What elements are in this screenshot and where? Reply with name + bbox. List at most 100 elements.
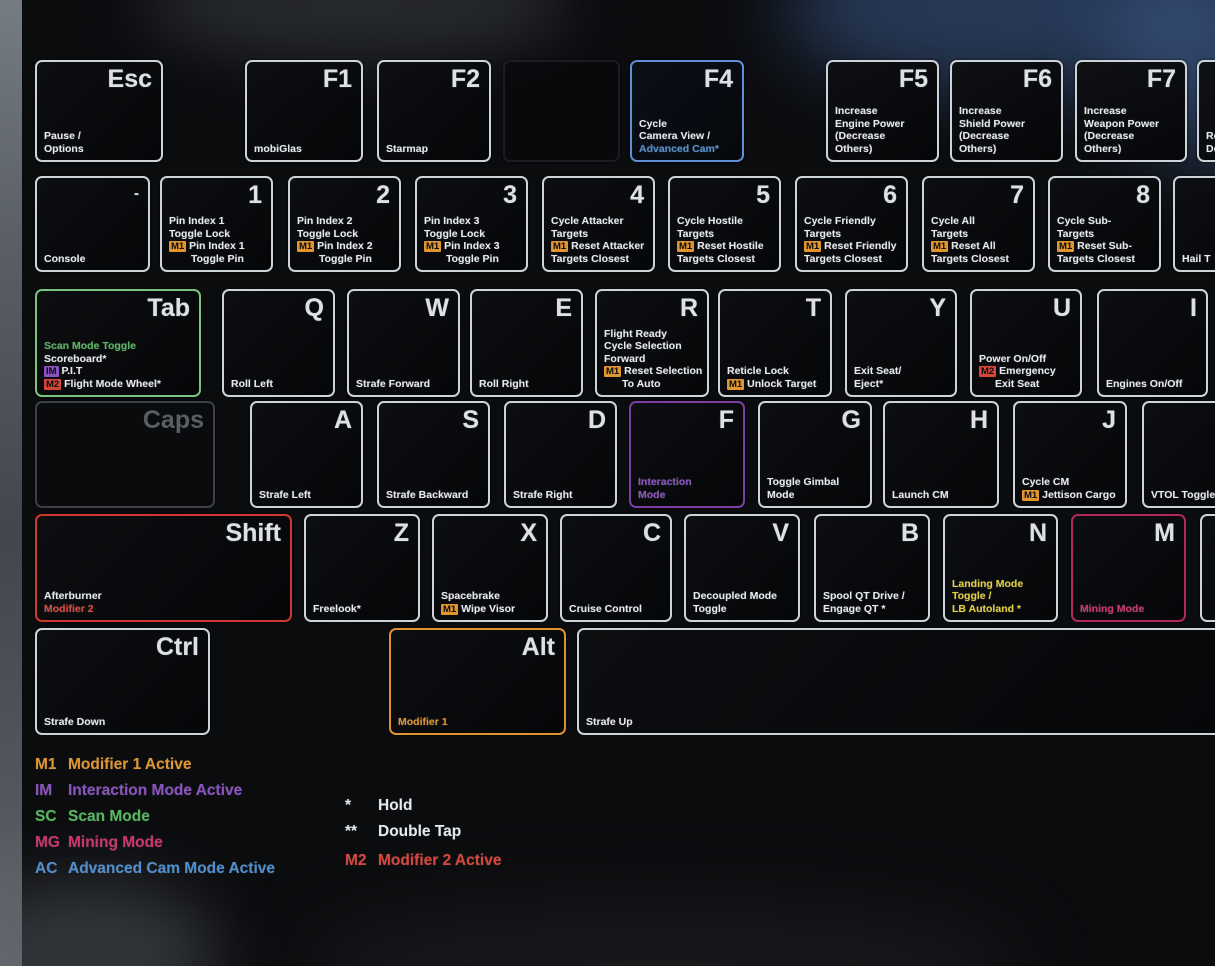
- binding-label: Console: [44, 252, 86, 265]
- binding-label: Launch CM: [892, 488, 949, 501]
- binding-label: Strafe Backward: [386, 488, 469, 501]
- binding-label: Scan Mode Toggle: [44, 340, 136, 352]
- legend-label: Interaction Mode Active: [68, 782, 243, 799]
- key-caps: Caps: [35, 401, 215, 508]
- binding-label: P.I.T: [58, 365, 83, 377]
- binding-label: Scoreboard*: [44, 352, 107, 365]
- legend-label: Hold: [378, 797, 413, 814]
- binding-label: Pin Index 3: [441, 240, 500, 252]
- key-9-partial: Hail T: [1173, 176, 1215, 272]
- legend-code: *: [345, 797, 352, 814]
- binding-label: Power On/Off: [979, 352, 1047, 365]
- key-binding-text: Engines On/Off: [1106, 378, 1204, 391]
- binding-label: Targets Closest: [1057, 252, 1135, 265]
- keycap-label: F2: [450, 65, 480, 93]
- binding-label: Emergency: [996, 365, 1056, 377]
- binding-label: Targets: [1057, 227, 1095, 240]
- modifier-badge: M1: [551, 241, 569, 252]
- keycap-label: J: [1102, 406, 1116, 434]
- keycap-label: W: [425, 294, 449, 322]
- binding-label: Toggle Lock: [424, 227, 486, 240]
- keycap-label: Tab: [147, 294, 190, 322]
- keycap-label: F: [718, 406, 734, 434]
- binding-label: Mining Mode: [1080, 602, 1145, 615]
- key-f8-partial: ReDe: [1197, 60, 1215, 162]
- keycap-label: Alt: [521, 633, 555, 661]
- key-y: Y Exit Seat/Eject*: [845, 289, 957, 397]
- keycap-label: Shift: [225, 519, 281, 547]
- keycap-label: Z: [393, 519, 409, 547]
- key-binding-text: Exit Seat/Eject*: [854, 365, 953, 390]
- binding-label: Reset All: [948, 240, 996, 252]
- key-grave: - Console: [35, 176, 150, 272]
- modifier-badge: M2: [979, 366, 997, 377]
- binding-label: Targets Closest: [804, 252, 882, 265]
- key-binding-text: ReDe: [1206, 130, 1215, 155]
- modifier-badge: M1: [424, 241, 442, 252]
- keycap-label: F4: [703, 65, 733, 93]
- legend-label: Advanced Cam Mode Active: [68, 860, 276, 877]
- legend-code: MG: [35, 834, 60, 851]
- binding-label: Cycle Selection: [604, 340, 682, 352]
- binding-label: Reset Sub-: [1074, 240, 1132, 252]
- keycap-label: 8: [1136, 181, 1150, 209]
- binding-label: (Decrease: [1084, 130, 1135, 142]
- binding-label: Cycle Friendly: [804, 215, 876, 227]
- binding-label: Strafe Down: [44, 715, 106, 728]
- binding-label: Engine Power: [835, 117, 905, 130]
- binding-label: Pin Index 3: [424, 215, 480, 227]
- binding-label: Roll Right: [479, 377, 529, 390]
- binding-label: De: [1206, 142, 1215, 155]
- keycap-label: Y: [929, 294, 946, 322]
- legend-label: Modifier 2 Active: [378, 852, 502, 869]
- binding-label: Re: [1206, 130, 1215, 142]
- keycap-label: 3: [503, 181, 517, 209]
- binding-label: To Auto: [622, 377, 661, 390]
- key-binding-text: Starmap: [386, 143, 487, 156]
- modifier-badge: M1: [727, 378, 745, 390]
- modifier-badge: M1: [297, 241, 315, 252]
- keycap-label: T: [805, 294, 821, 322]
- legend-code: SC: [35, 808, 57, 825]
- binding-label: Unlock Target: [744, 377, 817, 390]
- binding-label: Interaction: [638, 476, 692, 488]
- binding-label: Strafe Up: [586, 715, 633, 728]
- keycap-label: M: [1154, 519, 1175, 547]
- key-comma-partial: [1200, 514, 1215, 622]
- binding-label: Shield Power: [959, 117, 1025, 130]
- keycap-label: -: [134, 185, 139, 202]
- binding-label: Targets: [804, 227, 842, 240]
- binding-label: Cycle: [639, 117, 668, 130]
- binding-label: Modifier 2: [44, 602, 94, 615]
- binding-label: Reset Attacker: [568, 240, 645, 252]
- keycap-label: A: [333, 406, 352, 434]
- legend-label: Mining Mode: [68, 834, 163, 851]
- binding-label: Toggle /: [952, 590, 992, 602]
- keycap-label: S: [462, 406, 479, 434]
